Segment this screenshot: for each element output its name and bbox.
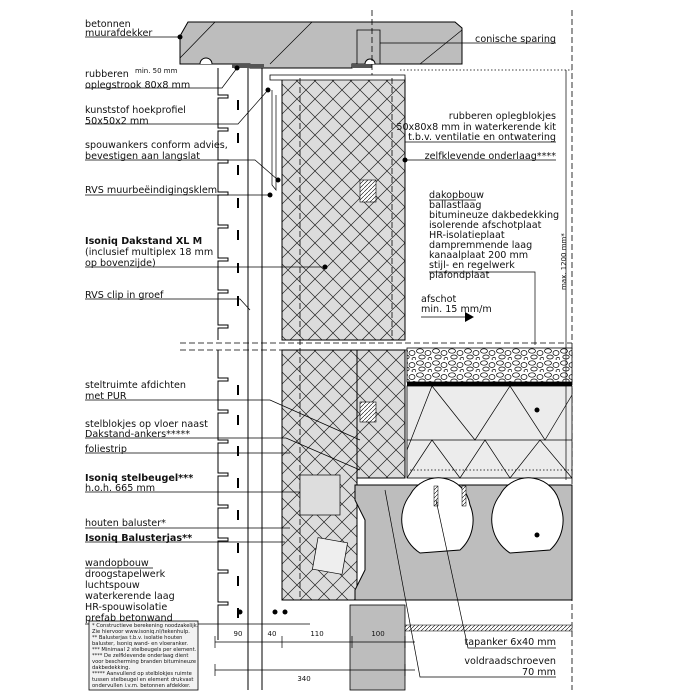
dakstand-element: [281, 77, 406, 341]
note-line: *** Minimaal 2 stelbeugels per element.: [92, 647, 197, 653]
label-slope-2: min. 15 mm/m: [421, 304, 492, 315]
label-bracket-1: Isoniq stelbeugel***: [85, 473, 193, 484]
label-clamp: RVS muurbeëindigingsklem: [85, 185, 217, 196]
masonry-wall: [217, 68, 263, 690]
label-rubber-3: t.b.v. ventilatie en ontwatering: [408, 132, 556, 143]
label-tapanker: tapanker 6x40 mm: [464, 637, 556, 648]
dim-40: 40: [268, 630, 277, 638]
dim-100: 100: [371, 630, 384, 638]
dim-340: 340: [297, 675, 310, 683]
note-line: * Constructieve berekening noodzakelijk.: [92, 623, 199, 629]
note-line: voor bescherming branden bitumineuze: [92, 659, 196, 665]
note-line: dakbedekking.: [92, 665, 130, 671]
label-roof-2: bitumineuze dakbedekking: [429, 210, 559, 221]
label-seal-1: steltruimte afdichten: [85, 380, 186, 391]
label-baluster: houten baluster*: [85, 518, 166, 529]
label-profile-1: kunststof hoekprofiel: [85, 105, 186, 116]
label-roof-8: plafondplaat: [429, 270, 490, 281]
roof-buildup: [349, 347, 573, 691]
label-dakstand-3: op bovenzijde): [85, 258, 156, 269]
dim-110: 110: [310, 630, 323, 638]
slab-channel: [401, 477, 474, 554]
label-coping-1: betonnen: [85, 19, 131, 30]
corner-profile: [271, 90, 277, 191]
dim-90: 90: [234, 630, 243, 638]
label-roof-1: ballastlaag: [429, 200, 481, 211]
stelbeugel: [299, 474, 341, 516]
label-sparing: conische sparing: [475, 34, 556, 45]
label-wall-1: droogstapelwerk: [85, 569, 166, 580]
label-seal-2: met PUR: [85, 391, 127, 402]
label-wall-5: prefab betonwand: [85, 613, 173, 624]
label-balusterjas: Isoniq Balusterjas**: [85, 533, 192, 544]
label-strip-2: oplegstrook 80x8 mm: [85, 80, 190, 91]
note-line: ondervullen i.v.m. betonnen afdekker.: [92, 683, 191, 689]
label-roof-5: dampremmende laag: [429, 240, 532, 251]
label-screws-1: voldraadschroeven: [464, 656, 556, 667]
dimensions: 90 40 110 100 340: [214, 630, 415, 683]
label-anchors-2: bevestigen aan langslat: [85, 151, 200, 162]
label-bracket-2: h.o.h. 665 mm: [85, 483, 155, 494]
note-line: ** Balusterjas t.b.v. isolatie houten: [92, 635, 182, 641]
slab-channel: [491, 477, 564, 554]
tapanker-screw: [433, 485, 439, 507]
note-line: Zie hiervoor www.isoniq.nl/tekenhulp.: [92, 629, 190, 635]
label-dakstand-1: Isoniq Dakstand XL M: [85, 236, 202, 247]
note-line: **** De zelfklevende onderlaag dient: [92, 653, 188, 659]
label-strip-1: rubberen: [85, 69, 129, 80]
label-anchors-1: spouwankers conform advies,: [85, 140, 228, 151]
note-line: baluster, Isoniq wand- en vloeranker.: [92, 641, 188, 647]
max-height-label: max. 1200 mm*: [560, 233, 568, 290]
label-blocks-1: stelblokjes op vloer naast: [85, 419, 208, 430]
label-wall-3: waterkerende laag: [85, 591, 175, 602]
label-foil: foliestrip: [85, 444, 127, 455]
note-line: ***** Aanvullend op stelblokjes ruimte: [92, 671, 192, 677]
label-slope-1: afschot: [421, 294, 456, 305]
left-labels: betonnen muurafdekker min. 50 mm rubbere…: [85, 19, 228, 624]
label-rubber-2: 50x80x8 mm in waterkerende kit: [396, 122, 556, 133]
label-coping-2: muurafdekker: [85, 28, 152, 39]
leader-lines: [85, 36, 556, 678]
notes-box: * Constructieve berekening noodzakelijk.…: [88, 620, 199, 691]
label-profile-2: 50x50x2 mm: [85, 116, 149, 127]
note-line: tussen stelbeugel en element drukvast: [92, 677, 193, 683]
concrete-coping: [179, 10, 463, 340]
label-rubber-1: rubberen oplegblokjes: [449, 111, 556, 122]
label-wall-4: HR-spouwisolatie: [85, 602, 167, 613]
label-roof-7: stijl- en regelwerk: [429, 260, 515, 271]
label-clip: RVS clip in groef: [85, 290, 164, 301]
label-blocks-2: Dakstand-ankers*****: [85, 429, 190, 440]
right-labels: conische sparing rubberen oplegblokjes 5…: [396, 34, 559, 678]
label-roof-6: kanaalplaat 200 mm: [429, 250, 528, 261]
slope-arrow-icon: [465, 312, 474, 322]
label-screws-2: 70 mm: [522, 667, 556, 678]
label-roof-0: dakopbouw: [429, 190, 484, 201]
anchor-points: [177, 34, 540, 615]
label-wall-0: wandopbouw: [85, 558, 149, 569]
label-underlayer: zelfklevende onderlaag****: [425, 151, 557, 162]
label-roof-4: HR-isolatieplaat: [429, 230, 505, 241]
label-wall-2: luchtspouw: [85, 580, 140, 591]
label-dakstand-2: (inclusief multiplex 18 mm: [85, 247, 213, 258]
label-roof-3: isolerende afschotplaat: [429, 220, 542, 231]
label-min-50: min. 50 mm: [135, 67, 178, 75]
balusterjas: [312, 537, 348, 575]
